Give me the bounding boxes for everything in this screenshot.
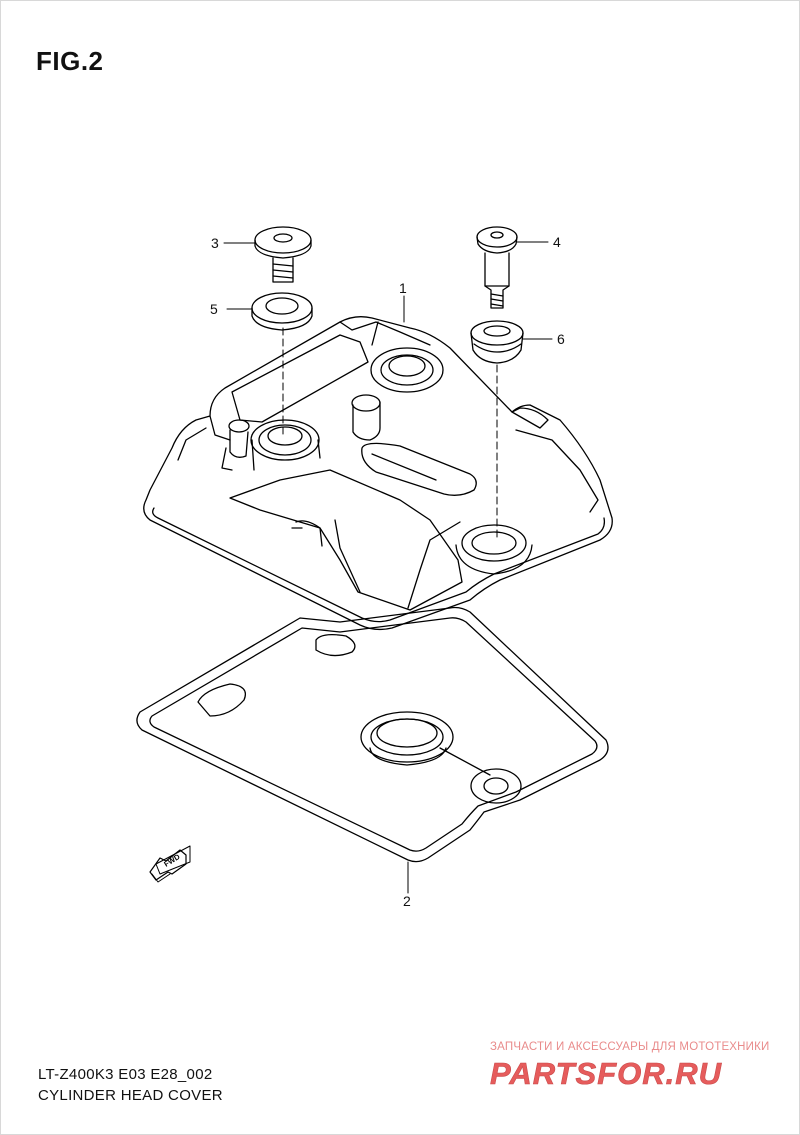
callout-6: 6 [557, 331, 565, 347]
callout-3: 3 [211, 235, 219, 251]
cylinder-head-cover-part-1 [143, 316, 613, 631]
callout-5: 5 [210, 301, 218, 317]
watermark-logo-text: PARTSFOR.RU [490, 1056, 723, 1090]
leader-lines [223, 241, 553, 894]
diagram-code: LT-Z400K3 E03 E28_002 [38, 1066, 213, 1083]
callout-4: 4 [553, 234, 561, 250]
watermark-logo: PARTSFOR.RU [490, 1056, 723, 1090]
gasket-part-2 [136, 606, 609, 875]
washer-part-5 [251, 292, 313, 331]
assembly-lines [282, 327, 498, 541]
shoulder-bolt-part-4 [476, 226, 518, 309]
watermark-tagline: ЗАПЧАСТИ И АКСЕССУАРЫ ДЛЯ МОТОТЕХНИКИ [490, 1041, 770, 1053]
callout-1: 1 [399, 280, 407, 296]
diagram-description: CYLINDER HEAD COVER [38, 1087, 223, 1104]
figure-title: FIG.2 [36, 46, 104, 76]
bolt-part-3 [254, 226, 312, 283]
callout-2: 2 [403, 893, 411, 909]
grommet-part-6 [470, 320, 524, 364]
